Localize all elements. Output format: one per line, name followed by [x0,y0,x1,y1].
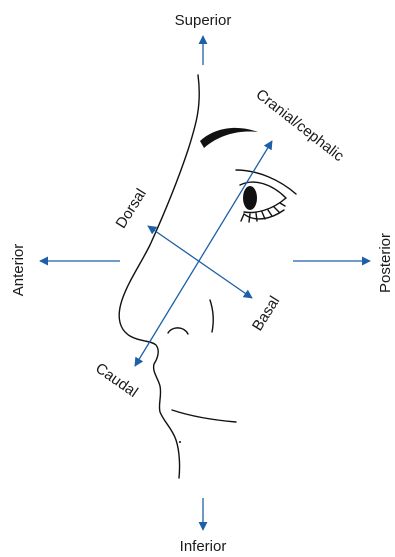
chin-mark [179,441,181,443]
label-posterior: Posterior [377,233,394,293]
face-profile-illustration [119,75,296,478]
label-dorsal: Dorsal [112,186,149,232]
nostril [168,328,188,334]
cheek-line [210,300,213,332]
label-basal: Basal [249,293,283,334]
eye-iris [243,186,257,210]
direction-arrows [40,36,370,530]
face-outline [119,75,199,478]
cranial-caudal-axis [135,141,272,366]
label-inferior: Inferior [180,538,227,555]
label-superior: Superior [175,12,232,29]
jaw-line [172,410,236,422]
label-cranial-cephalic: Cranial/cephalic [252,86,347,165]
dorsal-basal-axis [148,226,252,298]
label-caudal: Caudal [92,360,141,401]
label-anterior: Anterior [10,244,27,297]
eyebrow [200,128,258,148]
